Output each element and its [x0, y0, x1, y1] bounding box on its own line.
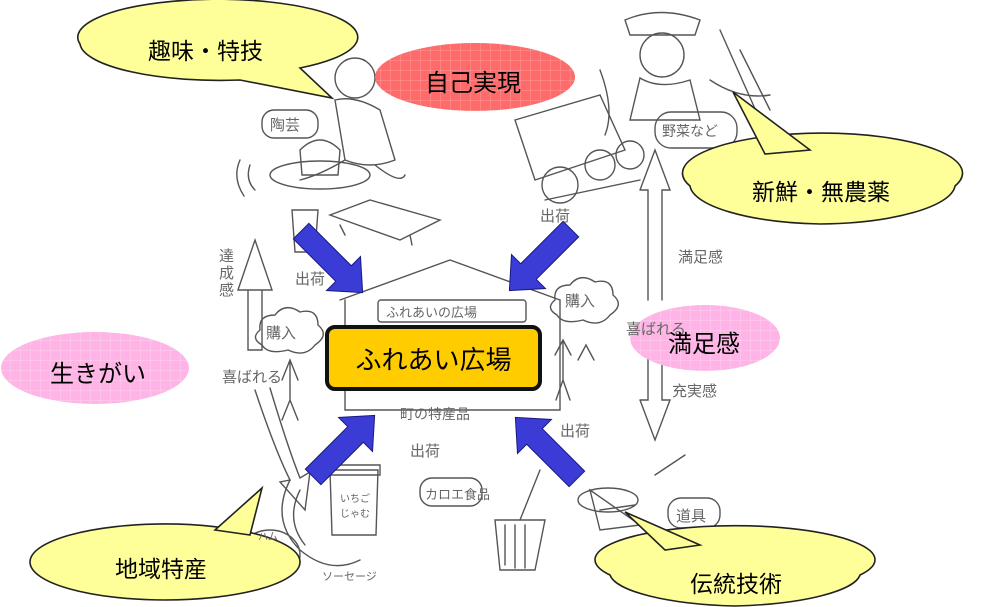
farmer-illustration — [599, 11, 771, 136]
achievement-note: 達成感 — [217, 248, 235, 299]
cycle-arrow-left-down — [254, 387, 311, 512]
tool-handle — [654, 454, 686, 476]
arrow-top-right — [508, 220, 580, 292]
arrow-top-left — [292, 222, 364, 294]
ham-label: ハム — [258, 532, 278, 543]
vegetables-note: 野菜など — [662, 124, 718, 140]
purpose-label: 生きがい — [50, 360, 146, 388]
appreciated-note-right: 喜ばれる — [626, 320, 687, 338]
self-realization-label: 自己実現 — [425, 69, 521, 97]
fresh-callout-tail — [732, 91, 813, 155]
traditional-label: 伝統技術 — [690, 572, 782, 598]
shopper-left — [281, 358, 299, 421]
center-hub-label: ふれあい広場 — [355, 345, 512, 376]
purchase-note-left: 購入 — [266, 324, 297, 342]
local-specialty-note: 町の特産品 — [400, 407, 470, 423]
satisfaction-label: 満足感 — [668, 330, 740, 358]
center-hub-box: ふれあい広場 — [325, 325, 542, 391]
shipping-note-bottom-right: 出荷 — [560, 422, 591, 440]
local-label: 地域特産 — [115, 557, 207, 583]
shopper-right — [554, 338, 595, 401]
shipping-arrows — [292, 220, 586, 488]
purpose-oval — [1, 332, 189, 404]
broom-illustration — [494, 469, 546, 571]
purchase-note-right: 購入 — [565, 292, 596, 310]
satisfaction-note: 満足感 — [678, 248, 724, 266]
board-illustration — [327, 199, 442, 246]
tools-note: 道具 — [676, 507, 707, 525]
pottery-bubble — [261, 109, 319, 139]
cycle-arrow-right-up — [639, 148, 672, 301]
self-realization-oval — [375, 43, 575, 111]
sausage-label: ソーセージ — [322, 570, 377, 583]
fresh-label: 新鮮・無農薬 — [752, 180, 890, 206]
shipping-note-bottom-left: 出荷 — [410, 442, 441, 460]
sketch-layer — [236, 11, 771, 581]
building-sign: ふれあいの広場 — [386, 306, 478, 321]
shipping-note-top-right: 出荷 — [540, 207, 571, 225]
purchase-cloud-left — [254, 307, 324, 354]
fulfillment-note: 充実感 — [672, 382, 718, 400]
shipping-note-top-left: 出荷 — [295, 270, 326, 288]
processed-food-note: カロエ食品 — [425, 488, 491, 503]
traditional-callout-tail — [624, 511, 703, 551]
cycle-arrow-left-up — [237, 237, 273, 351]
hobby-callout — [77, 0, 359, 100]
pottery-note: 陶芸 — [270, 116, 301, 134]
arrow-bottom-left — [304, 414, 376, 486]
vegetable-basket-illustration — [514, 94, 738, 204]
fresh-callout-body — [681, 132, 964, 225]
arrow-bottom-right — [514, 416, 586, 488]
processed-food-bubble — [419, 477, 483, 507]
potter-illustration — [236, 57, 406, 197]
purchase-cloud-right — [549, 277, 619, 324]
appreciated-note: 喜ばれる — [222, 368, 283, 386]
local-callout-tail — [213, 485, 264, 536]
cycle-arrow-right-down — [639, 339, 672, 442]
hobby-label: 趣味・特技 — [148, 39, 263, 65]
jam-label: いちご じゃむ — [340, 494, 370, 520]
satisfaction-oval — [630, 305, 780, 371]
basket-illustration — [577, 487, 639, 513]
sieve-illustration — [588, 488, 642, 531]
